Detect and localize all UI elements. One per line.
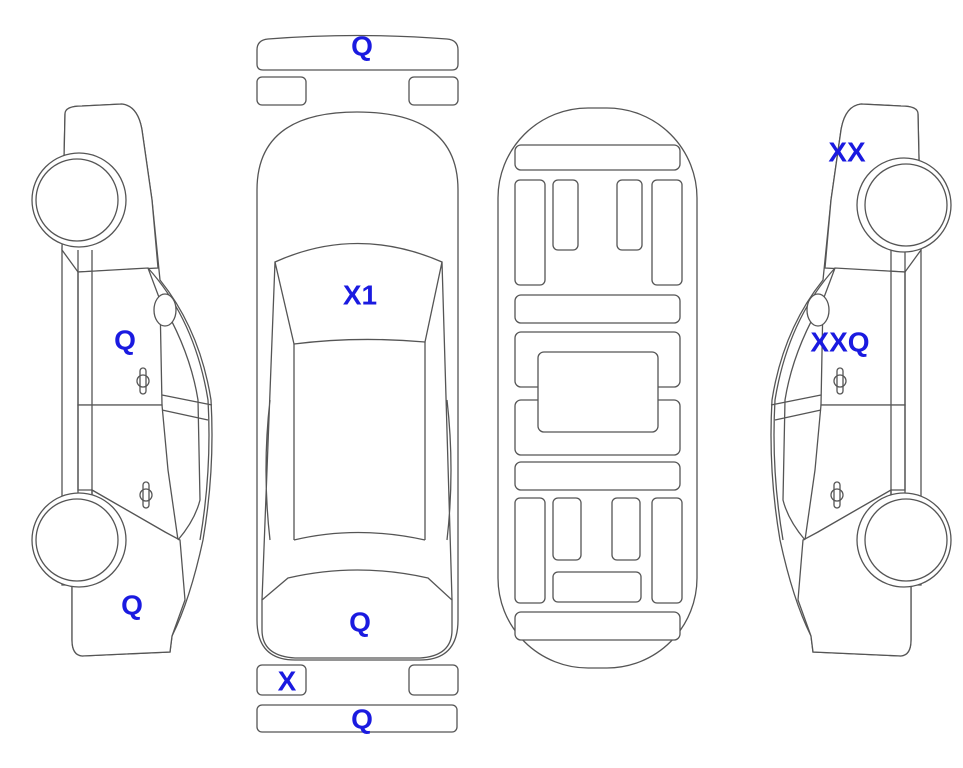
- underbody-part: [514, 144, 681, 171]
- left-door-handle-icon: [136, 367, 150, 395]
- underbody-part: [514, 294, 681, 324]
- rear-bumper-panel[interactable]: [256, 704, 458, 733]
- headlight-left-panel[interactable]: [256, 76, 307, 106]
- right-mirror: [806, 293, 830, 327]
- right-front-door-mark: XXQ: [810, 327, 869, 358]
- left-side-view: [31, 103, 213, 657]
- left-mirror: [153, 293, 177, 327]
- underbody-view: [497, 107, 698, 669]
- windshield-mark: X1: [343, 280, 377, 311]
- rear-window-panel[interactable]: [261, 569, 453, 659]
- left-rear-quarter-mark: Q: [121, 590, 143, 621]
- headlight-right-panel[interactable]: [408, 76, 459, 106]
- left-front-door-mark: Q: [114, 325, 136, 356]
- underbody-part: [514, 179, 546, 286]
- right-side-view: [770, 103, 952, 657]
- right-front-area-mark: XX: [828, 137, 866, 168]
- underbody-part: [552, 179, 579, 251]
- left-rear-door-handle-icon: [139, 481, 153, 509]
- taillight-left-panel[interactable]: [256, 664, 307, 696]
- top-view-body-outline: [256, 111, 459, 661]
- left-front-wheel: [35, 158, 119, 242]
- underbody-part: [552, 571, 642, 603]
- top-view: [256, 34, 459, 733]
- damage-labels: Q X1 Q X Q Q Q XX XXQ: [114, 31, 869, 735]
- underbody-part: [651, 497, 683, 604]
- underbody-part: [616, 179, 643, 251]
- top-view-roof-lines: [261, 261, 453, 601]
- taillight-left-mark: X: [278, 666, 297, 697]
- left-rear-wheel: [35, 498, 119, 582]
- underbody-center-part: [537, 351, 659, 433]
- left-window-frame: [147, 267, 213, 541]
- underbody-part: [552, 497, 582, 561]
- right-window-frame: [770, 267, 836, 541]
- underbody-part: [651, 179, 683, 286]
- underbody-part: [514, 461, 681, 491]
- rear-window-mark: Q: [349, 607, 371, 638]
- right-rear-wheel: [864, 498, 948, 582]
- right-rear-door-handle-icon: [830, 481, 844, 509]
- front-bumper-panel[interactable]: [256, 34, 459, 71]
- right-sill-line: [890, 250, 906, 505]
- right-door-handle-icon: [833, 367, 847, 395]
- underbody-part: [514, 611, 681, 641]
- rear-bumper-mark: Q: [351, 704, 373, 735]
- taillight-right-panel[interactable]: [408, 664, 459, 696]
- front-bumper-mark: Q: [351, 31, 373, 62]
- underbody-part: [514, 497, 546, 604]
- left-sill-line: [77, 250, 93, 505]
- underbody-part: [611, 497, 641, 561]
- right-front-wheel: [864, 163, 948, 247]
